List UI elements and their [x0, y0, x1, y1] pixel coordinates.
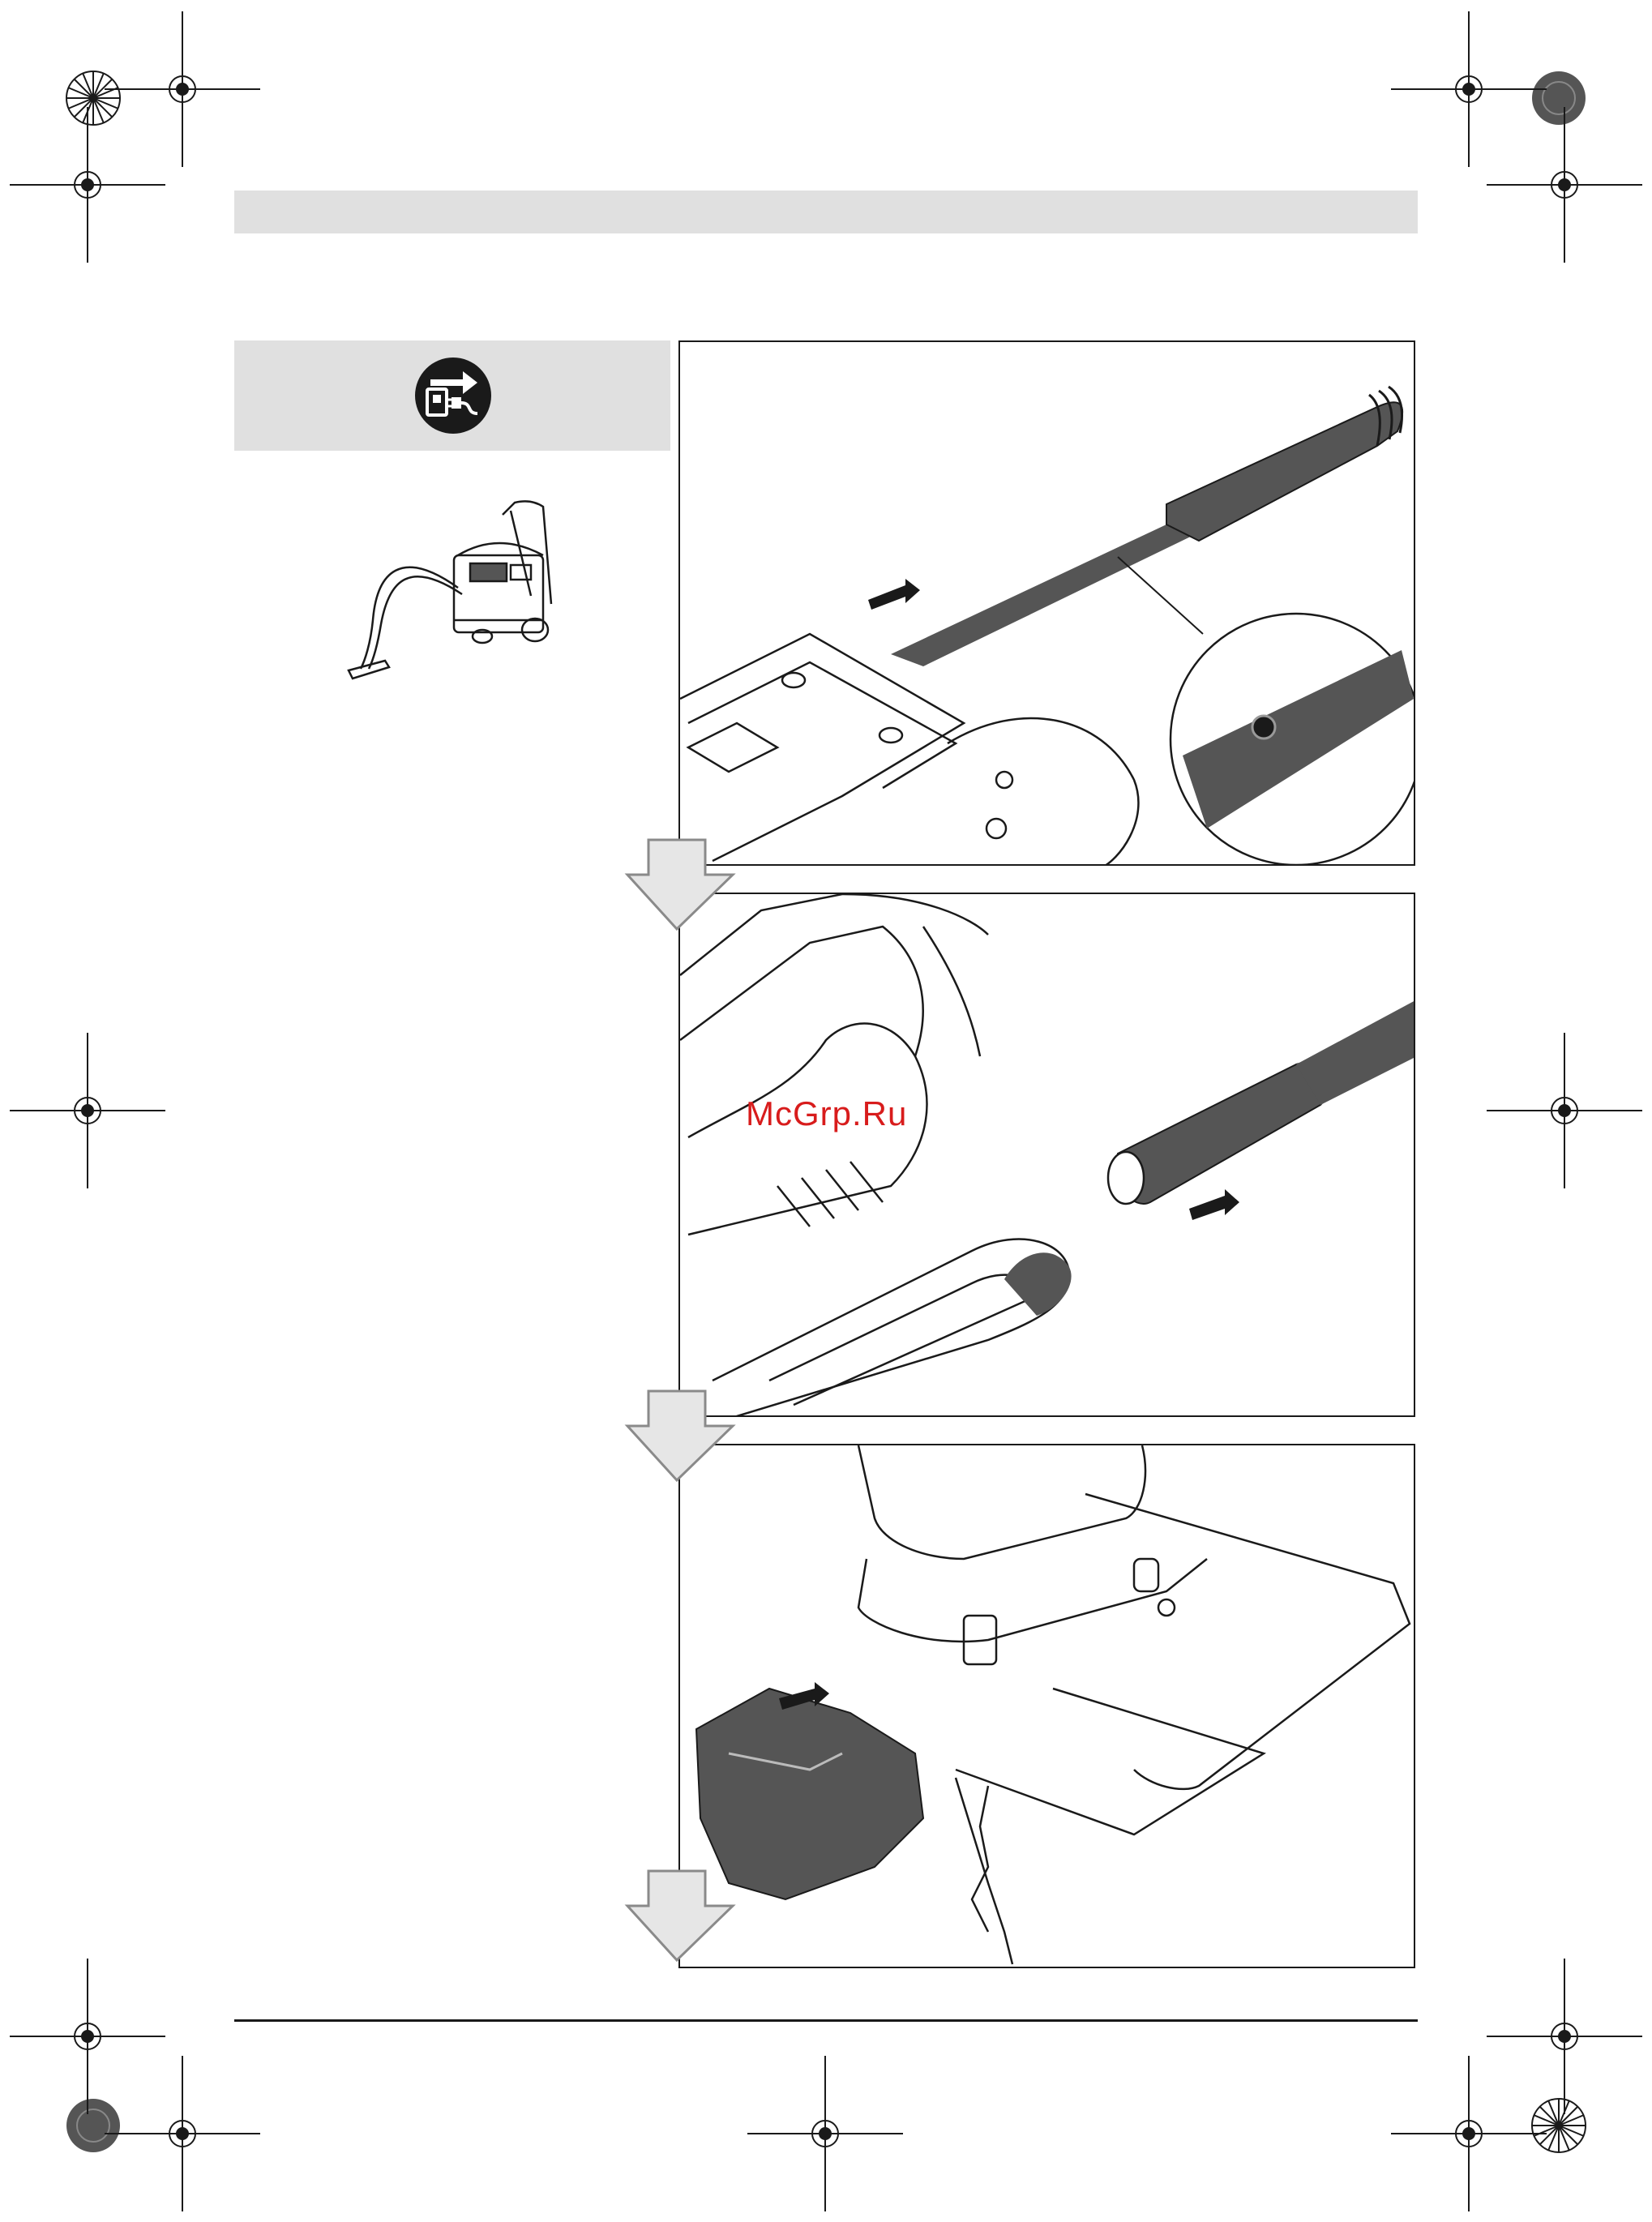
down-arrow-icon [624, 1389, 736, 1483]
crosshair-mark [6, 104, 169, 266]
crosshair-mark [1483, 104, 1646, 266]
step-2-illustration-frame [678, 893, 1415, 1417]
down-arrow-icon [624, 838, 736, 931]
step-1-illustration-frame [678, 340, 1415, 866]
down-arrow-icon [624, 1869, 736, 1963]
crosshair-mark [1388, 2053, 1550, 2215]
crosshair-mark [744, 2053, 906, 2215]
footer-rule [234, 2019, 1418, 2022]
crosshair-mark [6, 1030, 169, 1192]
crosshair-mark [101, 2053, 263, 2215]
watermark: McGrp.Ru [746, 1094, 907, 1133]
unplug-before-work-icon [413, 355, 494, 436]
crosshair-mark [1483, 1030, 1646, 1192]
header-band [234, 191, 1418, 233]
dust-extractor-icon [345, 499, 563, 685]
step-3-illustration-frame [678, 1444, 1415, 1968]
unplug-notice-panel [234, 340, 670, 451]
